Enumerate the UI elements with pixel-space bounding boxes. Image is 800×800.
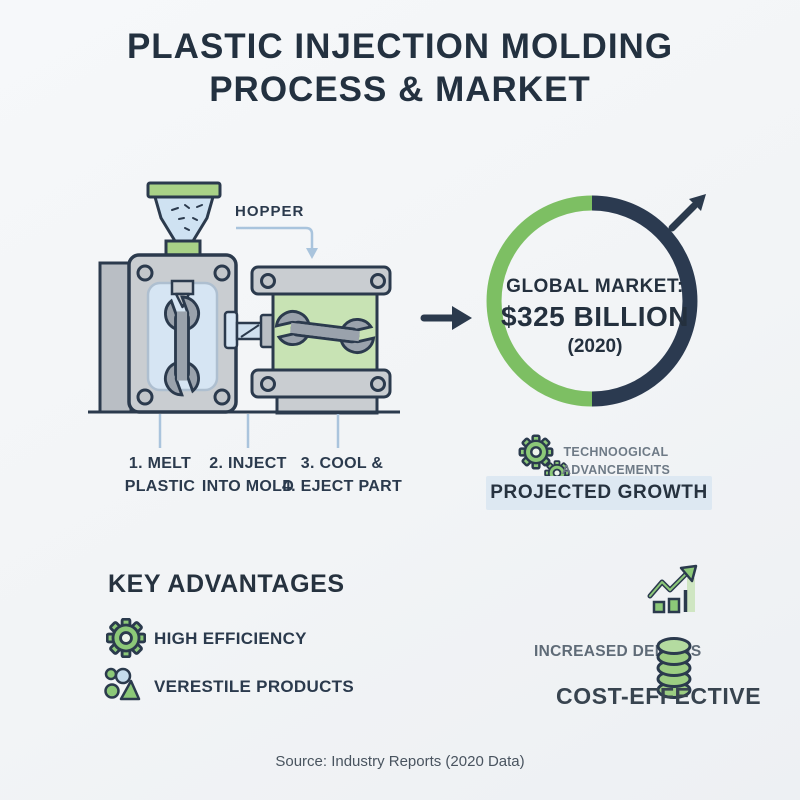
hopper-leader-line (236, 226, 318, 259)
people-icon (104, 667, 141, 701)
step-1-line1: 1. MELT (128, 455, 192, 472)
machine-illustration (88, 181, 400, 448)
projected-growth-label: PROJECTED GROWTH (490, 482, 708, 503)
step-connector-lines (158, 414, 340, 448)
coins-icon (656, 637, 692, 699)
key-advantages-heading: KEY ADVANTAGES (108, 570, 345, 598)
market-donut-chart (486, 195, 698, 407)
step-3-line1: 3. COOL & (300, 455, 384, 472)
hopper (146, 181, 222, 258)
global-market-line1: GLOBAL MARKET: (506, 276, 684, 297)
global-market-label: GLOBAL MARKET: $325 BILLION (2020) (495, 276, 695, 358)
page-title-line2: PROCESS & MARKET (209, 69, 591, 109)
arrow-right-icon (420, 306, 472, 330)
advantage-high-efficiency: HIGH EFFICIENCY (154, 629, 307, 648)
advantage-versatile-products: VERESTILE PRODUCTS (154, 677, 354, 696)
step-label-1: 1. MELT PLASTIC (98, 452, 222, 498)
global-market-value: $325 BILLION (500, 301, 690, 332)
tech-advancements-label: TECHNOOGICAL ADVANCEMENTS (558, 443, 674, 479)
step-2-line2: INTO MOLD (201, 478, 295, 496)
donut-navy-half (591, 195, 698, 407)
tech-line2: ADVANCEMENTS (561, 463, 671, 478)
step-2-line1: 2. INJECT (209, 455, 287, 472)
growth-chart-icon (647, 564, 698, 614)
projected-growth-badge: PROJECTED GROWTH (486, 476, 712, 510)
step-1-line2: PLASTIC (124, 478, 196, 496)
injection-unit (98, 253, 277, 414)
cost-effective-label: COST-EFFECTIVE (556, 683, 762, 709)
donut-green-half (486, 195, 593, 407)
global-market-year: (2020) (567, 336, 623, 357)
source-note: Source: Industry Reports (2020 Data) (275, 753, 525, 770)
mold-unit (250, 265, 392, 415)
hopper-label: HOPPER (235, 203, 305, 220)
step-3-line2: 4. EJECT PART (281, 478, 403, 496)
step-label-3: 3. COOL & 4. EJECT PART (272, 452, 412, 498)
step-label-2: 2. INJECT INTO MOLD (186, 452, 310, 498)
gear-icon (106, 618, 146, 658)
pellets (171, 204, 203, 231)
page-title: PLASTIC INJECTION MOLDING PROCESS & MARK… (0, 26, 800, 111)
arrow-up-right-icon (668, 194, 706, 232)
tech-line1: TECHNOOGICAL (563, 445, 669, 459)
page-title-line1: PLASTIC INJECTION MOLDING (126, 27, 674, 66)
